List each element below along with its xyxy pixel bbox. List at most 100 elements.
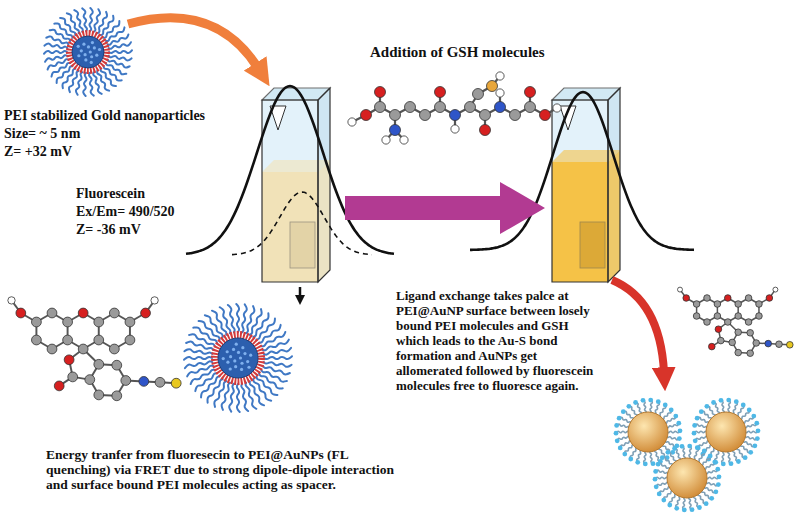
polymer-chain [195,373,217,391]
core-atom [90,61,93,64]
core-atom [93,46,96,49]
thiol-end [697,505,702,510]
atom [78,308,88,318]
thiol-end [717,474,722,479]
thiol-end [678,428,683,433]
thiol-end [657,491,662,496]
atom [496,89,504,97]
core-atom [98,48,101,51]
atom [400,136,408,144]
size-value: Size= ~ 5 nm [4,126,80,142]
atom [68,372,78,382]
core-atom [222,357,225,360]
atom [709,343,716,350]
atom [47,308,57,318]
thiol-end [693,438,698,443]
polymer-chain [74,10,83,32]
polymer-chain [246,306,254,333]
polymer-chain [82,8,87,31]
excitation-emission: Ex/Em= 490/520 [76,204,175,220]
fluorescein-molecule [8,297,181,401]
polymer-chain [237,384,240,412]
atom [776,341,783,348]
cuvette-glass [608,88,620,282]
thiol-end [699,409,704,414]
thiol-end [736,459,741,464]
atom [510,110,521,121]
thiol-end [617,416,622,421]
atom [63,335,73,345]
atom [32,317,42,327]
atom [375,87,386,98]
polymer-chain [242,304,247,332]
thiol-end [680,444,685,449]
thiol-end [696,445,701,450]
core-atom [77,45,80,48]
atom [693,313,700,320]
core-atom [229,355,232,358]
polymer-chain [108,60,130,68]
thiol-end [653,477,658,482]
atom [553,104,561,112]
thiol-end [656,462,661,467]
core-atom [82,43,85,46]
thiol-end [677,436,682,441]
cuvette-recovered [552,88,620,282]
thiol-end [665,450,670,455]
polymer-chain [264,356,292,359]
spectrum-curve [186,86,394,254]
thiol-end [663,403,668,408]
atom [125,317,135,327]
atom [718,337,725,344]
atom [729,339,736,346]
atom [487,81,498,92]
polymer-chain [236,304,239,332]
atom [382,136,390,144]
polymer-chain [44,44,67,49]
atom [525,102,536,113]
thiol-end [704,501,709,506]
cuvette-glass [318,88,330,282]
thiol-end [719,398,724,403]
thiol-end [692,431,697,436]
core-atom [77,54,80,57]
atom [390,125,401,136]
polymer-chain [708,448,715,459]
pei-gold-nanoparticle [44,8,132,96]
atom [735,301,742,308]
atom [141,308,151,318]
cuvette-outline [262,100,318,282]
polymer-chain [52,63,71,77]
thiol-end [690,507,695,512]
atom [171,378,181,388]
atom [745,295,752,302]
atom [496,72,504,80]
thiol-end [734,399,739,404]
polymer-chain [48,59,69,69]
core-atom [95,54,98,57]
thiol-end [669,408,674,413]
thiol-end [618,445,623,450]
polymer-chain [109,42,131,49]
thiol-end [716,482,721,487]
polymer-chain [222,383,230,410]
thiol-end [654,484,659,489]
atom [747,350,754,357]
glutathione-molecule [348,72,561,144]
core-atom [240,362,243,365]
thiol-end [622,452,627,457]
thiol-end [704,404,709,409]
polymer-chain [106,27,125,41]
thiol-end [721,462,726,467]
atom [480,110,491,121]
thiol-end [614,423,619,428]
thiol-end [641,398,646,403]
atom [32,335,42,345]
atom [375,102,386,113]
polymer-chain [184,357,212,360]
polymer-chain [187,366,213,377]
thiol-end [743,455,748,460]
polymer-chain [45,55,67,62]
gold-core [628,412,668,452]
